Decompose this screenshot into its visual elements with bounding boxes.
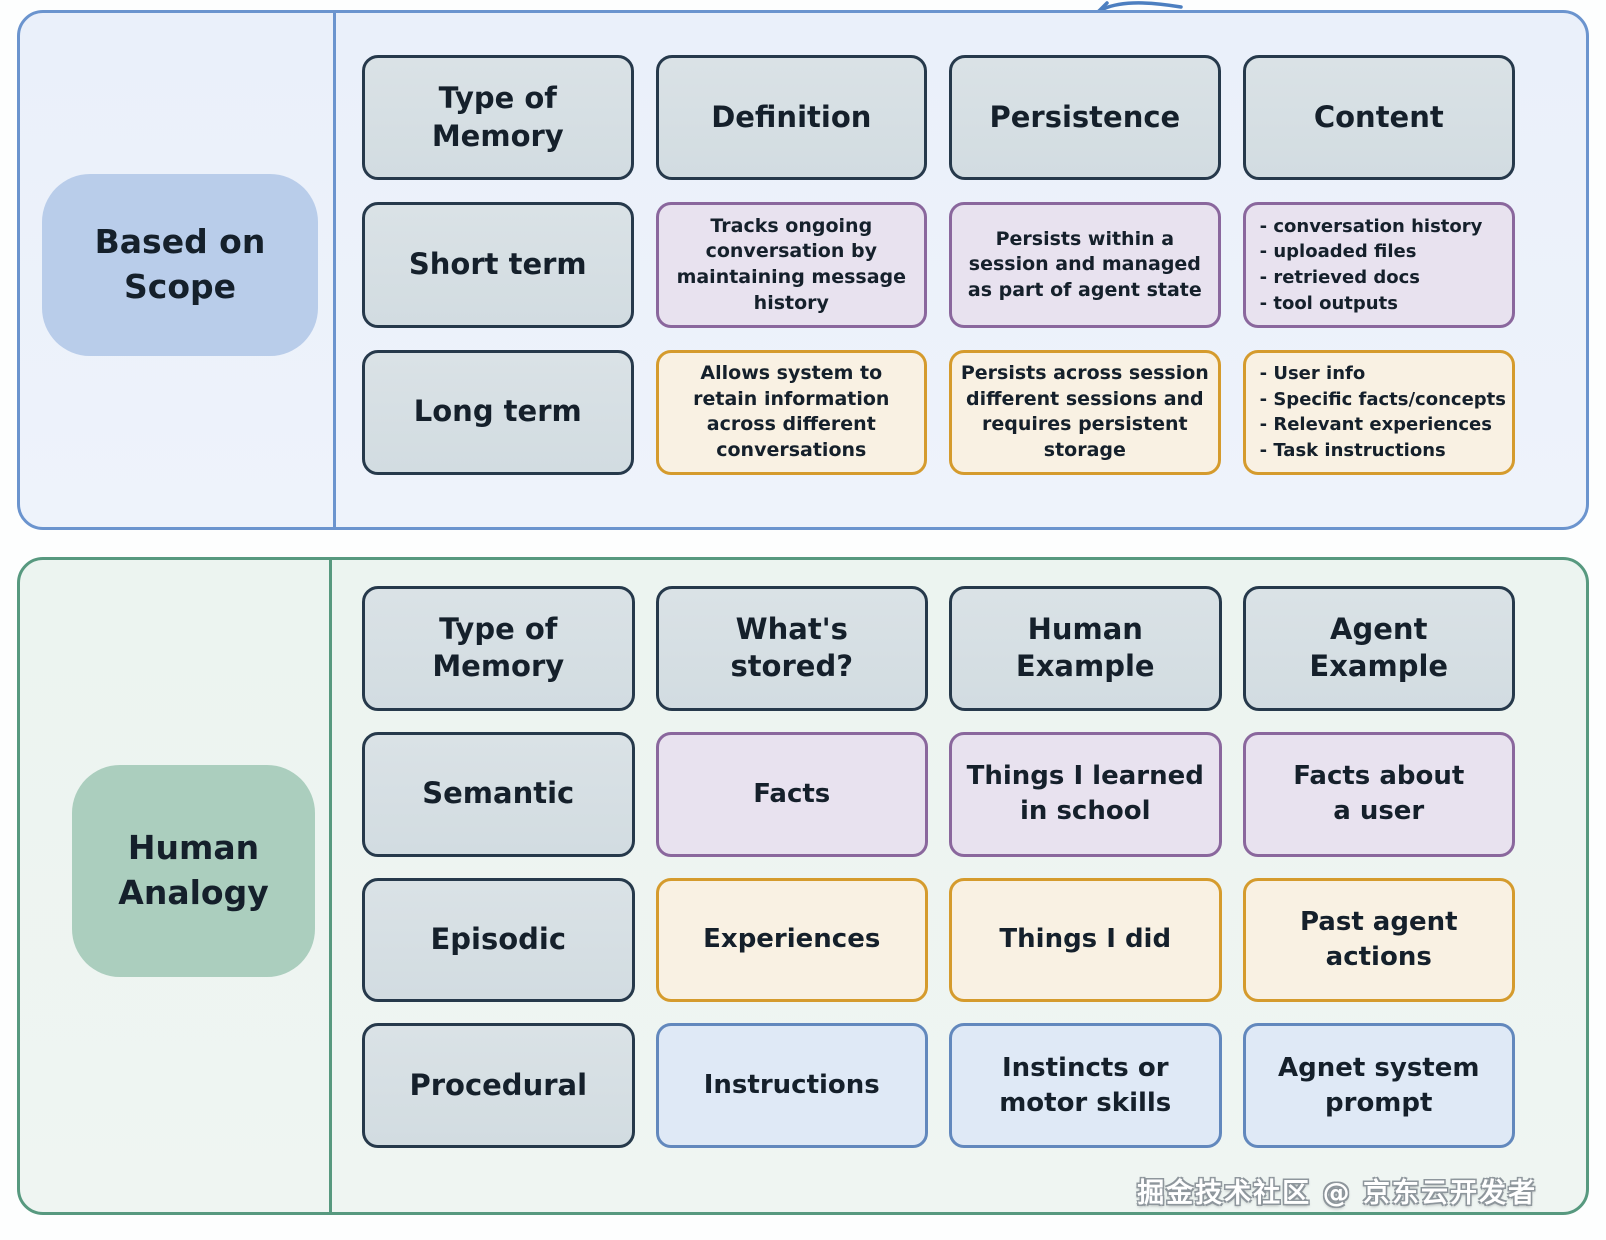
- cell-episodic-agent-example: Past agent actions: [1242, 877, 1515, 1003]
- cell-short-term-persistence: Persists within a session and managed as…: [949, 202, 1221, 328]
- watermark: 掘金技术社区 @ 京东云开发者: [1137, 1178, 1537, 1209]
- content-list-item: - conversation history: [1259, 215, 1483, 237]
- cell-short-term-content: - conversation history - uploaded files …: [1242, 202, 1515, 328]
- cell-episodic-stored: Experiences: [655, 877, 928, 1003]
- scope-section-label-text: Based on Scope: [94, 222, 266, 306]
- content-list-item: - Task instructions: [1259, 439, 1446, 461]
- header-cell-type-of-memory: Type of Memory: [362, 586, 635, 711]
- cell-procedural-human-example: Instincts or motor skills: [949, 1023, 1222, 1148]
- analogy-section-label-text: Human Analogy: [118, 828, 269, 912]
- scope-table: Type of Memory Definition Persistence Co…: [362, 55, 1515, 475]
- row-label-short-term: Short term: [362, 202, 634, 328]
- content-list-item: - tool outputs: [1259, 292, 1398, 314]
- cell-episodic-human-example: Things I did: [949, 877, 1222, 1003]
- cell-semantic-agent-example: Facts about a user: [1242, 731, 1515, 857]
- analogy-table: Type of Memory What's stored? Human Exam…: [362, 586, 1515, 1148]
- row-label-long-term: Long term: [362, 349, 634, 475]
- analogy-section-label: Human Analogy: [72, 765, 315, 977]
- cell-short-term-definition: Tracks ongoing conversation by maintaini…: [655, 202, 928, 328]
- content-list-item: - Relevant experiences: [1259, 414, 1492, 436]
- content-list-item: - User info: [1259, 363, 1366, 385]
- row-label-episodic: Episodic: [362, 877, 635, 1003]
- cell-long-term-definition: Allows system to retain information acro…: [655, 349, 928, 475]
- content-list-item: - Specific facts/concepts: [1259, 388, 1506, 410]
- header-cell-definition: Definition: [655, 55, 928, 181]
- header-cell-agent-example: Agent Example: [1242, 586, 1515, 711]
- header-cell-persistence: Persistence: [949, 55, 1221, 181]
- cell-semantic-stored: Facts: [655, 731, 928, 857]
- header-cell-content: Content: [1242, 55, 1515, 181]
- cell-semantic-human-example: Things I learned in school: [949, 731, 1222, 857]
- cell-procedural-agent-example: Agnet system prompt: [1242, 1023, 1515, 1148]
- header-cell-human-example: Human Example: [949, 586, 1222, 711]
- analogy-panel: Human Analogy Type of Memory What's stor…: [17, 557, 1589, 1215]
- row-label-semantic: Semantic: [362, 731, 635, 857]
- scope-panel-divider: [333, 13, 336, 527]
- cell-long-term-content: - User info - Specific facts/concepts - …: [1242, 349, 1515, 475]
- scope-section-label: Based on Scope: [42, 174, 318, 356]
- header-cell-type-of-memory: Type of Memory: [362, 55, 634, 181]
- content-list-item: - retrieved docs: [1259, 266, 1421, 288]
- analogy-panel-divider: [329, 560, 332, 1212]
- cell-long-term-persistence: Persists across session different sessio…: [949, 349, 1221, 475]
- header-cell-whats-stored: What's stored?: [655, 586, 928, 711]
- scope-panel: Based on Scope Type of Memory Definition…: [17, 10, 1589, 530]
- cropped-arrow-curve: [1097, 1, 1183, 12]
- cell-procedural-stored: Instructions: [655, 1023, 928, 1148]
- row-label-procedural: Procedural: [362, 1023, 635, 1148]
- content-list-item: - uploaded files: [1259, 241, 1417, 263]
